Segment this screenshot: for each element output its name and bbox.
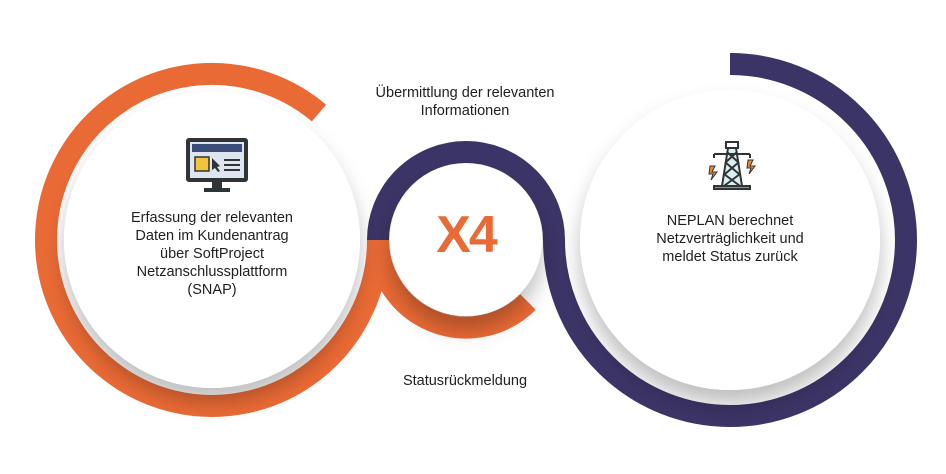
status-feedback-label: Statusrückmeldung: [402, 373, 528, 389]
x4-logo: X4: [436, 206, 498, 264]
left-step-line: (SNAP): [187, 282, 237, 298]
right-step-text: NEPLAN berechnet Netzverträglichkeit und…: [630, 212, 830, 266]
left-step-line: über SoftProject: [160, 246, 264, 262]
right-step-line: Netzverträglichkeit und: [656, 231, 804, 247]
purple-flow-arc: [367, 53, 917, 427]
power-pylon-icon: [708, 141, 756, 190]
transfer-label-line: Übermittlung der relevanten: [375, 85, 555, 101]
orange-flow-arc: [35, 62, 536, 417]
right-step-line: NEPLAN berechnet: [666, 213, 794, 229]
left-step-line: Erfassung der relevanten: [130, 210, 293, 226]
left-step-text: Erfassung der relevanten Daten im Kunden…: [112, 209, 312, 299]
left-step-line: Netzanschlussplattform: [136, 264, 288, 280]
left-step-circle: [64, 92, 360, 388]
monitor-form-icon: [186, 138, 248, 192]
right-step-line: meldet Status zurück: [662, 249, 798, 265]
transfer-label: Übermittlung der relevanten Informatione…: [340, 84, 590, 120]
left-step-line: Daten im Kundenantrag: [135, 228, 289, 244]
right-step-circle: [580, 90, 880, 390]
center-logo-circle: [390, 164, 542, 316]
transfer-label-line: Informationen: [420, 103, 510, 119]
